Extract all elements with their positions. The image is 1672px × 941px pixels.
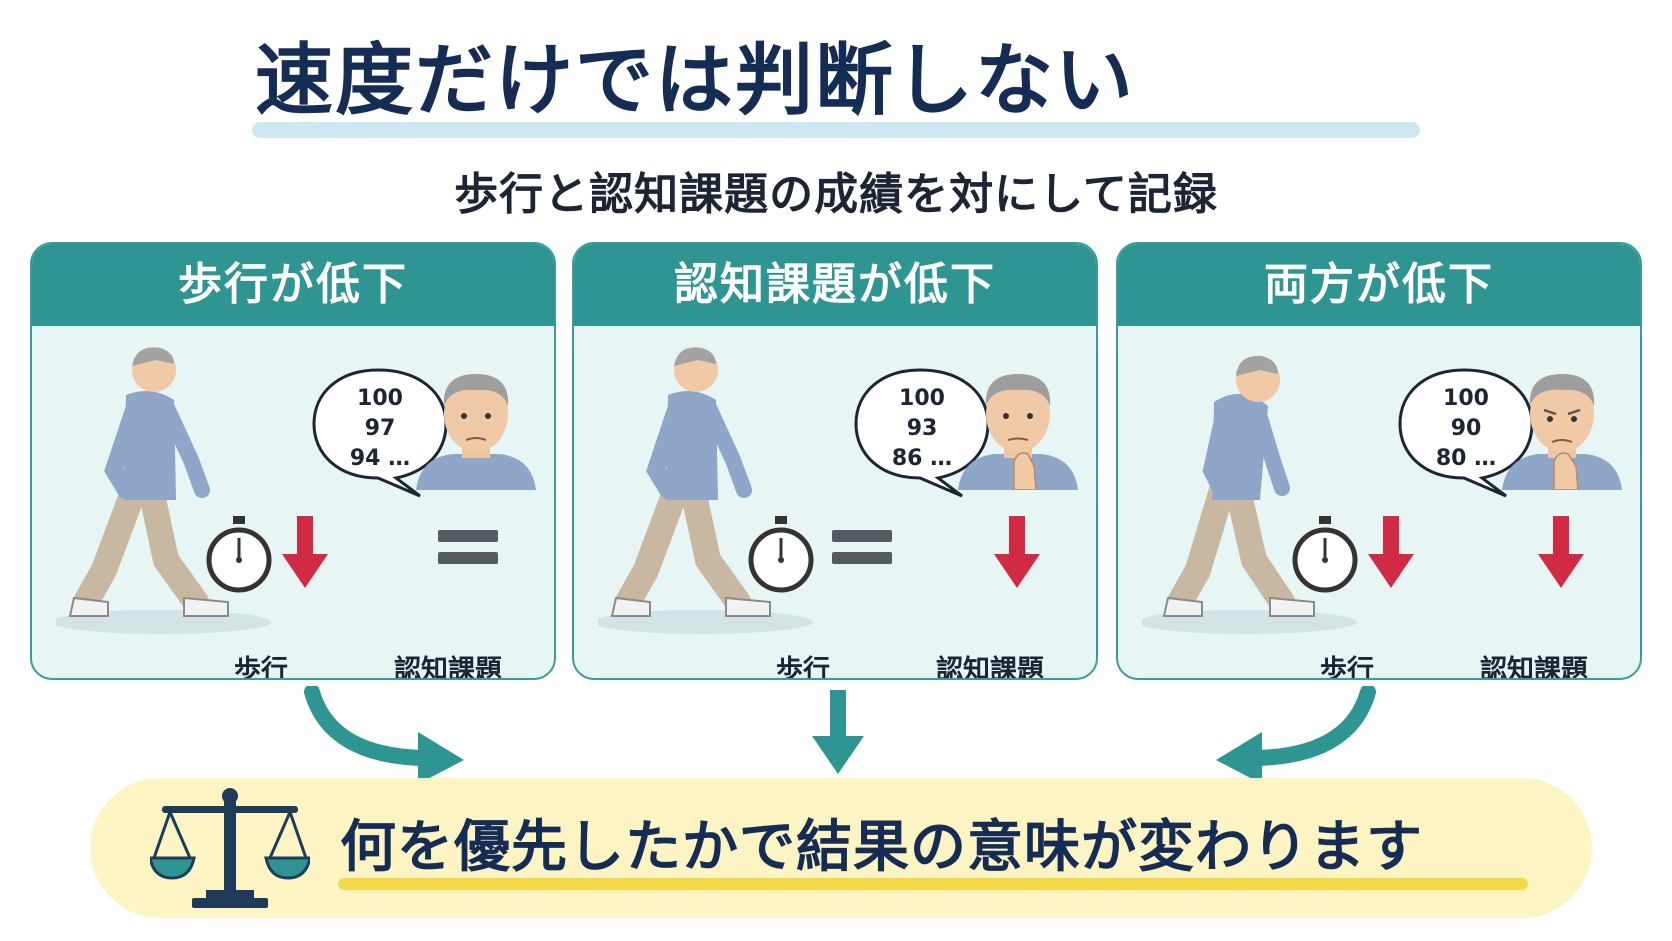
panel-heading: 歩行が低下 xyxy=(32,244,554,326)
panel-body: 100 93 86 … 歩行 認知課題 xyxy=(574,326,1096,680)
speech-bubble-icon xyxy=(312,368,448,498)
result-message: 何を優先したかで結果の意味が変わります xyxy=(340,815,1423,880)
worried-man-face-icon xyxy=(1502,374,1622,490)
number-line: 100 xyxy=(1443,386,1489,411)
stopwatch-icon xyxy=(1292,516,1358,593)
down-arrow-icon xyxy=(1538,516,1584,588)
speech-bubble-icon xyxy=(1398,368,1534,498)
panel-both-decline: 両方が低下 100 90 80 … xyxy=(1116,242,1642,680)
down-arrow-icon xyxy=(994,516,1040,588)
down-arrow-center-icon xyxy=(812,690,864,774)
panel-heading: 認知課題が低下 xyxy=(574,244,1096,326)
elderly-man-face-icon xyxy=(416,374,536,490)
walking-person-icon xyxy=(598,347,813,634)
equal-sign-icon xyxy=(438,530,498,564)
result-banner xyxy=(90,778,1592,918)
bubble-numbers: 100 93 86 … xyxy=(876,384,968,474)
bubble-numbers: 100 97 94 … xyxy=(334,384,426,474)
cognitive-label: 認知課題 xyxy=(936,655,1044,680)
down-arrow-icon xyxy=(1368,516,1414,588)
number-line: 94 … xyxy=(349,446,411,471)
panel-body: 100 97 94 … 歩行 認知課題 xyxy=(32,326,554,680)
walking-label: 歩行 xyxy=(234,655,288,680)
down-arrow-icon xyxy=(282,516,328,588)
cognitive-label: 認知課題 xyxy=(1480,655,1588,680)
stopwatch-icon xyxy=(748,516,814,593)
walking-person-icon xyxy=(56,347,271,634)
walking-label: 歩行 xyxy=(1320,655,1374,680)
panel-walking-decline: 歩行が低下 100 97 94 … xyxy=(30,242,556,680)
page-subtitle: 歩行と認知課題の成績を対にして記録 xyxy=(454,169,1218,220)
number-line: 93 xyxy=(906,416,938,441)
equal-sign-icon xyxy=(832,530,892,564)
number-line: 80 … xyxy=(1435,446,1497,471)
number-line: 90 xyxy=(1450,416,1482,441)
number-line: 100 xyxy=(899,386,945,411)
bubble-numbers: 100 90 80 … xyxy=(1420,384,1512,474)
title-underline xyxy=(252,122,1420,138)
number-line: 86 … xyxy=(891,446,953,471)
cognitive-label: 認知課題 xyxy=(394,655,502,680)
speech-bubble-icon xyxy=(854,368,990,498)
number-line: 100 xyxy=(357,386,403,411)
panel-heading: 両方が低下 xyxy=(1118,244,1640,326)
stopwatch-icon xyxy=(206,516,272,593)
stooped-walking-person-icon xyxy=(1142,355,1357,634)
panel-body: 100 90 80 … 歩 xyxy=(1118,326,1640,680)
page-title: 速度だけでは判断しない xyxy=(254,36,1135,126)
curved-arrow-left-icon xyxy=(1216,686,1376,784)
result-underline xyxy=(338,878,1528,890)
balance-scale-icon xyxy=(150,788,310,908)
panel-cognitive-decline: 認知課題が低下 100 93 86 … xyxy=(572,242,1098,680)
number-line: 97 xyxy=(364,416,396,441)
walking-label: 歩行 xyxy=(776,655,830,680)
thinking-man-face-icon xyxy=(958,374,1078,490)
curved-arrow-right-icon xyxy=(304,686,464,784)
